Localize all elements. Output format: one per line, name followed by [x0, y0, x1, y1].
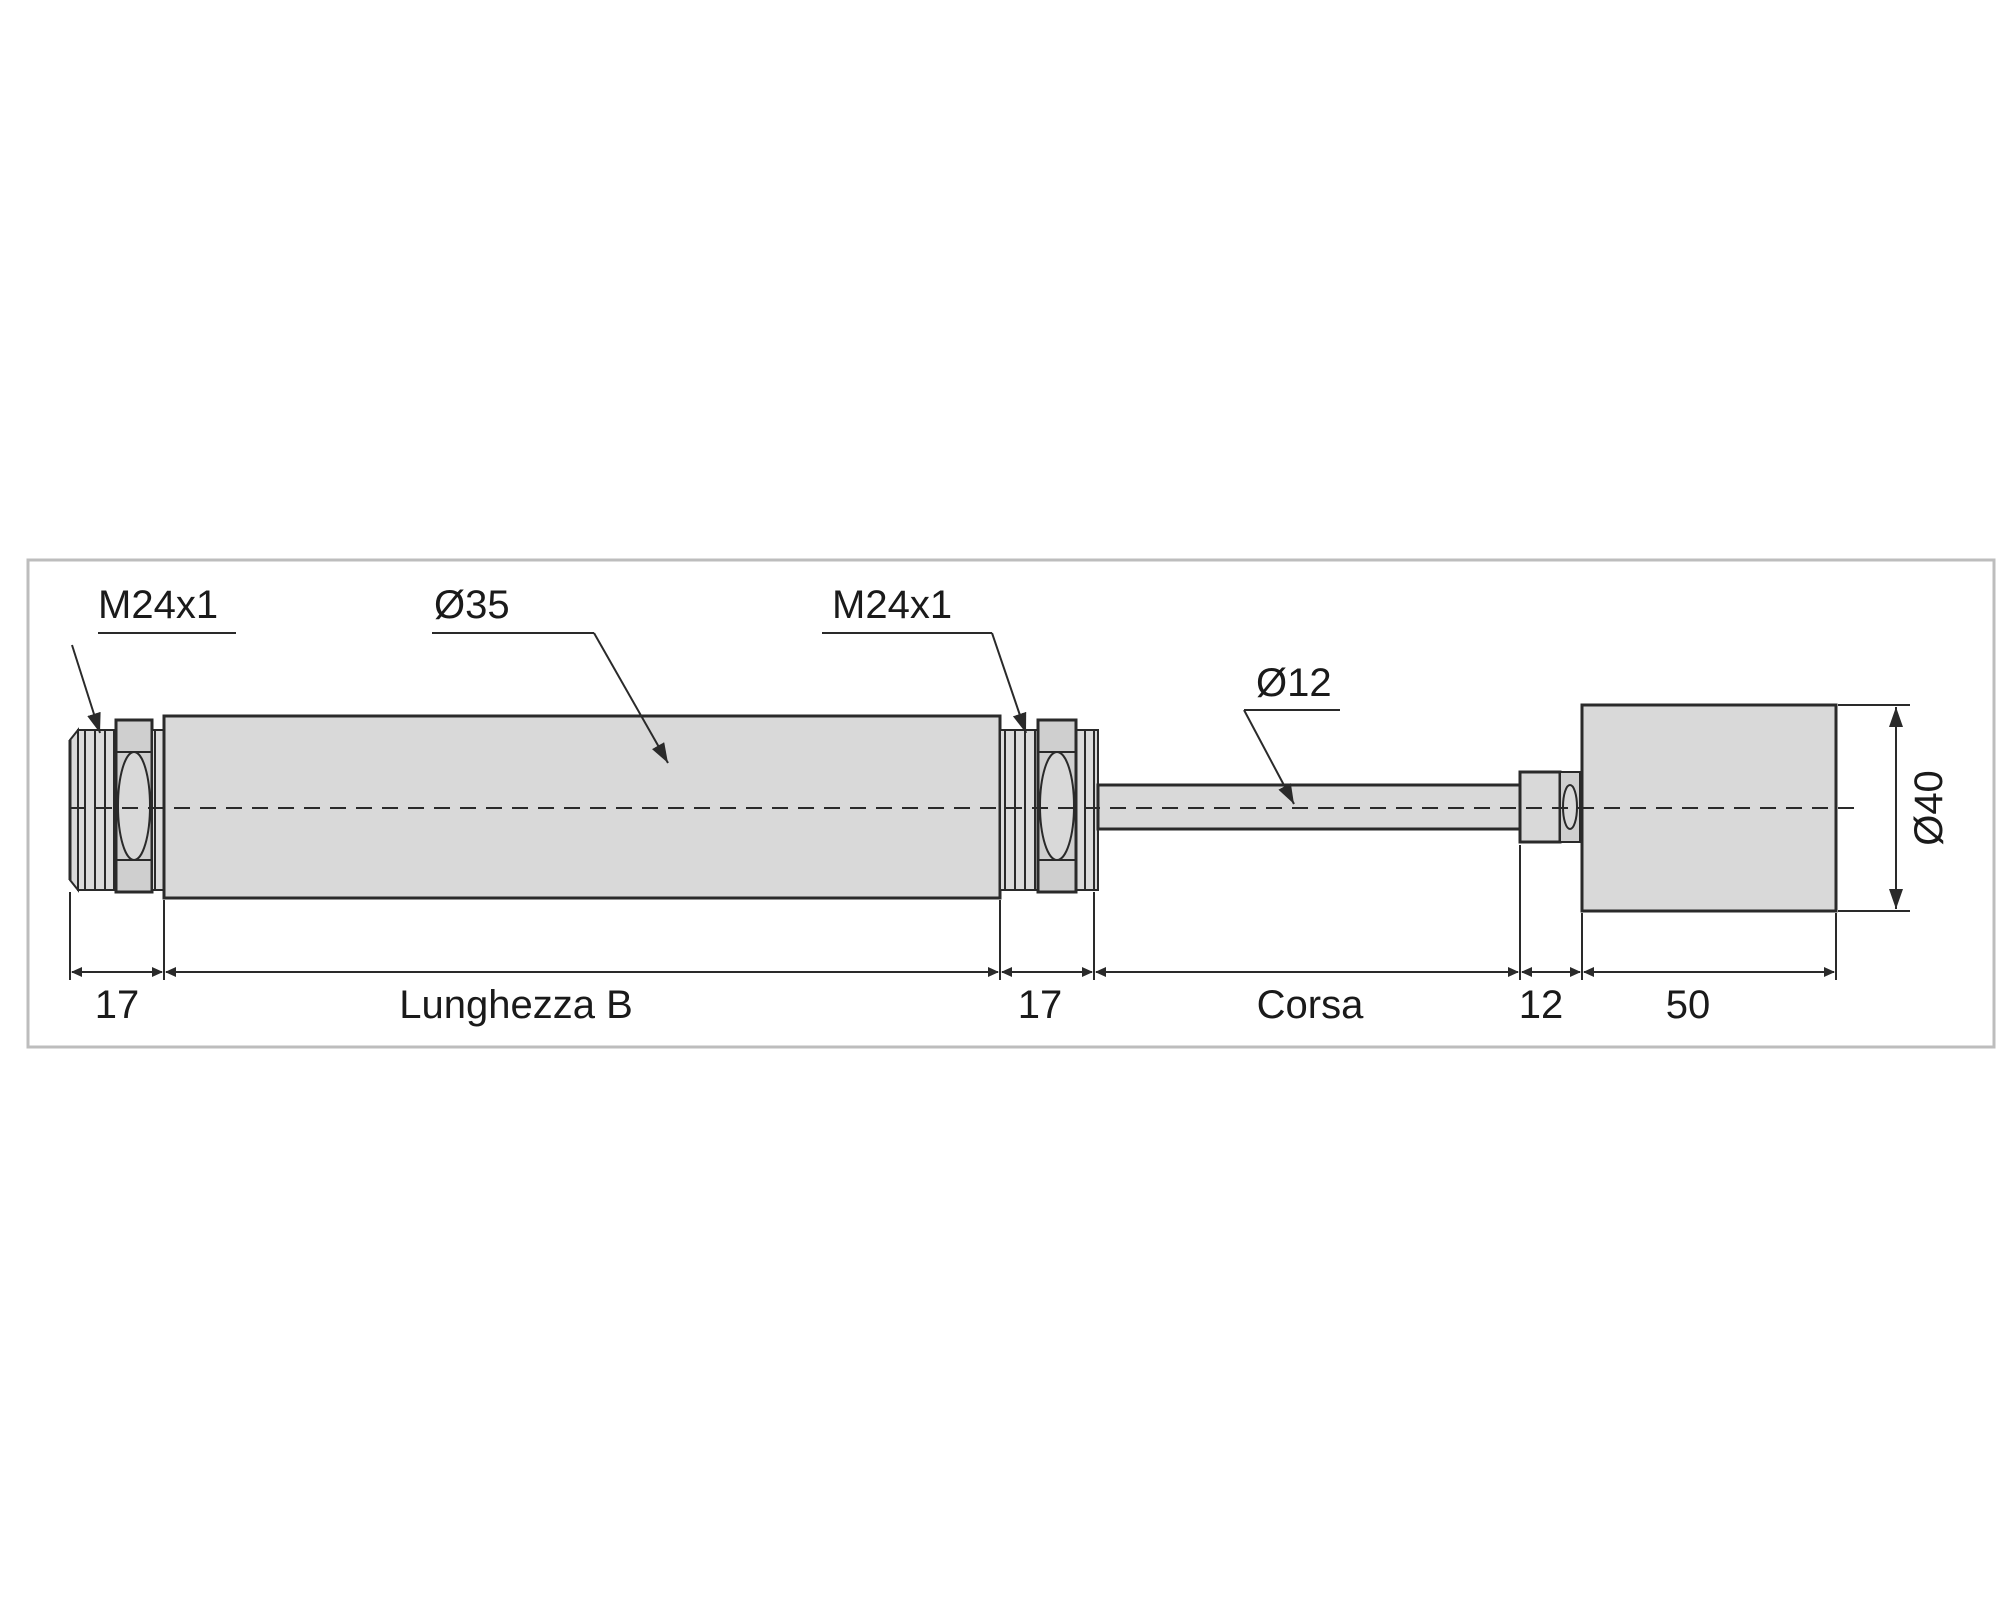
- thread-right-label: M24x1: [832, 583, 952, 627]
- thread-left-label: M24x1: [98, 583, 218, 627]
- extension-lines: [69, 704, 1910, 980]
- body-diameter-label: Ø35: [434, 583, 510, 627]
- leader-body-diameter: [432, 632, 669, 764]
- leader-thread-right: [822, 632, 1027, 734]
- left-nut: [114, 718, 165, 894]
- dim-stroke: Corsa: [1257, 983, 1364, 1027]
- leader-rod-diameter: [1243, 709, 1340, 805]
- dim-body-length: Lunghezza B: [399, 983, 633, 1027]
- dimension-lines: [71, 707, 1903, 977]
- rod-diameter-label: Ø12: [1256, 661, 1332, 705]
- right-thread: [999, 729, 1099, 891]
- dim-rod-end-length: 12: [1519, 983, 1564, 1027]
- dim-thread-right-length: 17: [1018, 983, 1063, 1027]
- dim-head-length: 50: [1666, 983, 1711, 1027]
- head-diameter-label: Ø40: [1907, 770, 1951, 846]
- dim-thread-left-length: 17: [95, 983, 140, 1027]
- left-thread: [68, 727, 115, 893]
- right-nut: [1036, 718, 1078, 894]
- leader-thread-left: [71, 632, 236, 734]
